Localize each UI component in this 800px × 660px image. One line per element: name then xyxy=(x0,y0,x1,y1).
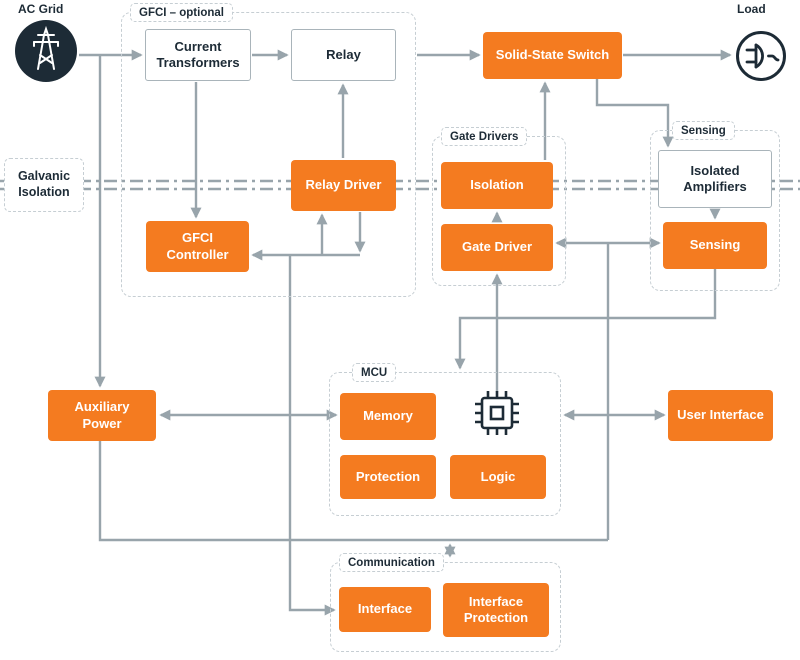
node-user-interface: User Interface xyxy=(668,390,773,441)
node-gate-driver: Gate Driver xyxy=(441,224,553,271)
node-interface-protection: Interface Protection xyxy=(443,583,549,637)
group-label-gate-drivers: Gate Drivers xyxy=(441,127,528,146)
wire-center-bus xyxy=(288,255,336,616)
ac-grid-icon xyxy=(15,20,77,82)
node-comm-interface: Interface xyxy=(339,587,431,632)
galvanic-isolation-label: Galvanic Isolation xyxy=(4,158,84,212)
plug-icon xyxy=(736,31,786,81)
node-isolation: Isolation xyxy=(441,162,553,209)
microchip-icon xyxy=(475,391,519,435)
node-gfci-controller: GFCI Controller xyxy=(146,221,249,272)
node-isolated-amplifiers: Isolated Amplifiers xyxy=(658,150,772,208)
load-label: Load xyxy=(737,2,766,16)
transmission-tower-icon xyxy=(15,20,77,82)
node-memory: Memory xyxy=(340,393,436,440)
node-logic: Logic xyxy=(450,455,546,499)
group-mcu xyxy=(329,372,561,516)
node-solid-state-switch: Solid-State Switch xyxy=(483,32,622,79)
node-protection: Protection xyxy=(340,455,436,499)
wire-sss-to-isolatedamps xyxy=(595,79,674,148)
mcu-chip-icon xyxy=(467,383,527,443)
ac-grid-label: AC Grid xyxy=(18,2,64,16)
group-gfci xyxy=(121,12,416,297)
group-label-gfci: GFCI – optional xyxy=(130,3,233,22)
node-relay-driver: Relay Driver xyxy=(291,160,396,211)
node-relay: Relay xyxy=(291,29,396,81)
node-sensing: Sensing xyxy=(663,222,767,269)
group-label-communication: Communication xyxy=(339,553,444,572)
load-icon xyxy=(735,30,787,82)
group-label-mcu: MCU xyxy=(352,363,397,382)
wire-sensing-to-mcu xyxy=(454,269,717,370)
group-label-sensing: Sensing xyxy=(672,121,735,140)
wire-bottom-bus xyxy=(98,441,608,542)
node-auxiliary-power: Auxiliary Power xyxy=(48,390,156,441)
node-current-transformers: Current Transformers xyxy=(145,29,251,81)
